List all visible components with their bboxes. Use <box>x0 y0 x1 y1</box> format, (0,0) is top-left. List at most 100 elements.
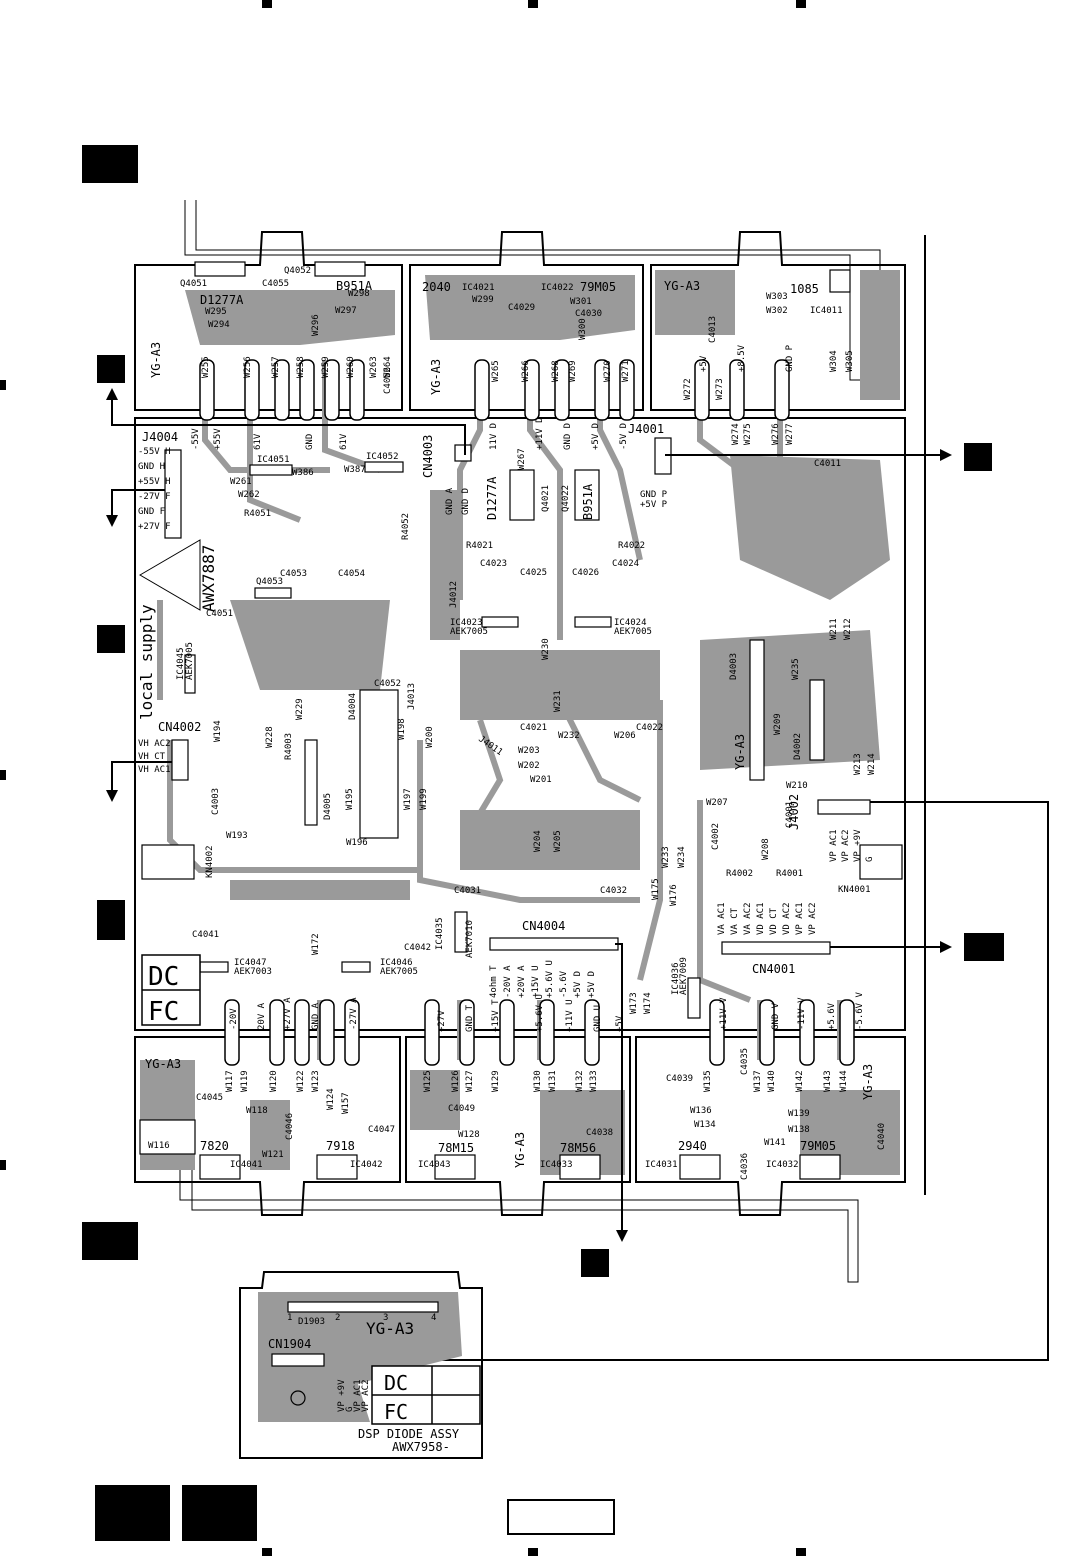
main-board <box>134 231 906 1216</box>
jumper-w138: W138 <box>788 1125 810 1135</box>
j4004-pin-2: +55V H <box>138 477 171 487</box>
diode-d4002: D4002 <box>793 733 803 760</box>
part-yga3-top-mid: YG-A3 <box>429 359 443 395</box>
jumper-w136: W136 <box>690 1106 712 1116</box>
jumper-w270: W270 <box>603 360 613 382</box>
text-dsp-part: AWX7958- <box>392 1440 450 1454</box>
cn1904-pin-2: VP AC1 <box>353 1379 363 1412</box>
resistor-r4001: R4001 <box>776 869 803 879</box>
part-d1277a-mid: D1277A <box>485 476 499 520</box>
connector-cn4001-label: CN4001 <box>752 962 795 976</box>
net-bottom-left-1: 20V A <box>257 1002 267 1030</box>
jumper-top-0: W255 <box>201 356 211 378</box>
connector-cn4003-label: CN4003 <box>421 435 435 478</box>
ic-ic4052: IC4052 <box>366 452 399 462</box>
jumper-w272: W272 <box>683 378 693 400</box>
connector-cn1904-label: CN1904 <box>268 1337 311 1351</box>
jumper-w273: W273 <box>715 378 725 400</box>
part-b951a-top: B951A <box>336 279 373 293</box>
part-2040: 2040 <box>422 280 451 294</box>
ic-ic4021: IC4021 <box>462 283 495 293</box>
jumper-w271: W271 <box>621 360 631 382</box>
part-b951a-mid: B951A <box>581 483 595 520</box>
cn4004-net2-7: +5V D <box>587 971 597 998</box>
diode-d4004: D4004 <box>348 693 358 720</box>
part-7918: 7918 <box>326 1139 355 1153</box>
cap-c4011: C4011 <box>814 459 841 469</box>
jumper-w130: W130 <box>533 1070 543 1092</box>
jumper-w140: W140 <box>767 1070 777 1092</box>
connector-j4004-label: J4004 <box>142 430 178 444</box>
text-dc-dsp: DC <box>384 1371 408 1395</box>
jumper-w129: W129 <box>491 1070 501 1092</box>
ic-aek-4045: AEK7005 <box>185 642 195 680</box>
jumper-w209: W209 <box>773 713 783 735</box>
board-interconnect-pins <box>199 359 855 1066</box>
j4004-pin-4: GND F <box>138 507 165 517</box>
j4002-pin-1: VP AC2 <box>841 829 851 862</box>
ic-ic4036: IC4036 <box>671 962 681 995</box>
resistor-r4003: R4003 <box>284 733 294 760</box>
cap-c4003: C4003 <box>211 788 221 815</box>
ic-ic4022: IC4022 <box>541 283 574 293</box>
cn4001-pin-4: VD CT <box>769 907 779 935</box>
text-fc-dsp: FC <box>384 1400 408 1424</box>
cn4004-net-4: +11V U <box>565 999 575 1032</box>
ic-ic4041: IC4041 <box>230 1160 263 1170</box>
net-top-left-1: +55V <box>213 428 223 450</box>
ic-aek-4046: AEK7005 <box>380 967 418 977</box>
net-bottom-left-2: +27V A <box>283 997 293 1030</box>
cap-c4025: C4025 <box>520 568 547 578</box>
jumper-w143: W143 <box>823 1070 833 1092</box>
jumper-w195: W195 <box>345 788 355 810</box>
part-78m15: 78M15 <box>438 1141 474 1155</box>
labels: J4004 J4001 CN4003 CN4002 CN4004 CN4001 … <box>137 266 887 1454</box>
part-yga3-top-left: YG-A3 <box>149 342 163 378</box>
jumper-w296: W296 <box>311 314 321 336</box>
net-bottom-right-3: +5.6V <box>827 1002 837 1030</box>
net-top-mid-1: +11V D <box>535 417 545 450</box>
cap-c4049: C4049 <box>448 1104 475 1114</box>
jumper-w294: W294 <box>208 320 230 330</box>
cn1904-pin-3: VP AC2 <box>361 1379 371 1412</box>
cap-c4035: C4035 <box>740 1048 750 1075</box>
text-fc: FC <box>148 997 179 1027</box>
cap-c4023: C4023 <box>480 559 507 569</box>
net-bottom-right-4: -5.6V V <box>855 991 865 1030</box>
ic-ic4035: IC4035 <box>435 917 445 950</box>
jumper-w211: W211 <box>829 618 839 640</box>
cap-c4029: C4029 <box>508 303 535 313</box>
d1903-pin-num-1: 2 <box>335 1313 340 1323</box>
cn4004-net-2: +15V T <box>491 999 501 1032</box>
cap-c4045: C4045 <box>196 1093 223 1103</box>
jumper-w303: W303 <box>766 292 788 302</box>
jumper-w198: W198 <box>397 718 407 740</box>
jumper-top-3: W258 <box>296 356 306 378</box>
cn4004-net2-2: +20V A <box>517 965 527 998</box>
cn4001-pin-1: VA CT <box>730 907 740 935</box>
net-bottom-left-3: GND A <box>311 1002 321 1030</box>
j4002-pin-2: VP +9V <box>853 829 863 862</box>
jumper-w300: W300 <box>578 318 588 340</box>
ic-ic4024: IC4024 <box>614 618 647 628</box>
external-wires <box>106 388 1049 1361</box>
part-d1277a-top: D1277A <box>200 293 244 307</box>
jumper-w207: W207 <box>706 798 728 808</box>
jumper-w274: W274 <box>731 423 741 445</box>
connector-j4001-label: J4001 <box>628 422 664 436</box>
jumper-w193: W193 <box>226 831 248 841</box>
jumper-w126: W126 <box>451 1070 461 1092</box>
jumper-w230: W230 <box>541 638 551 660</box>
jumper-w213: W213 <box>853 753 863 775</box>
jumper-top-7: W264 <box>383 356 393 378</box>
cap-c4055: C4055 <box>262 279 289 289</box>
jumper-w194: W194 <box>213 720 223 742</box>
part-78m56: 78M56 <box>560 1141 596 1155</box>
cap-c4002: C4002 <box>711 823 721 850</box>
jumper-w295: W295 <box>205 307 227 317</box>
cap-c4054: C4054 <box>338 569 365 579</box>
cn4001-pin-0: VA AC1 <box>717 902 727 935</box>
